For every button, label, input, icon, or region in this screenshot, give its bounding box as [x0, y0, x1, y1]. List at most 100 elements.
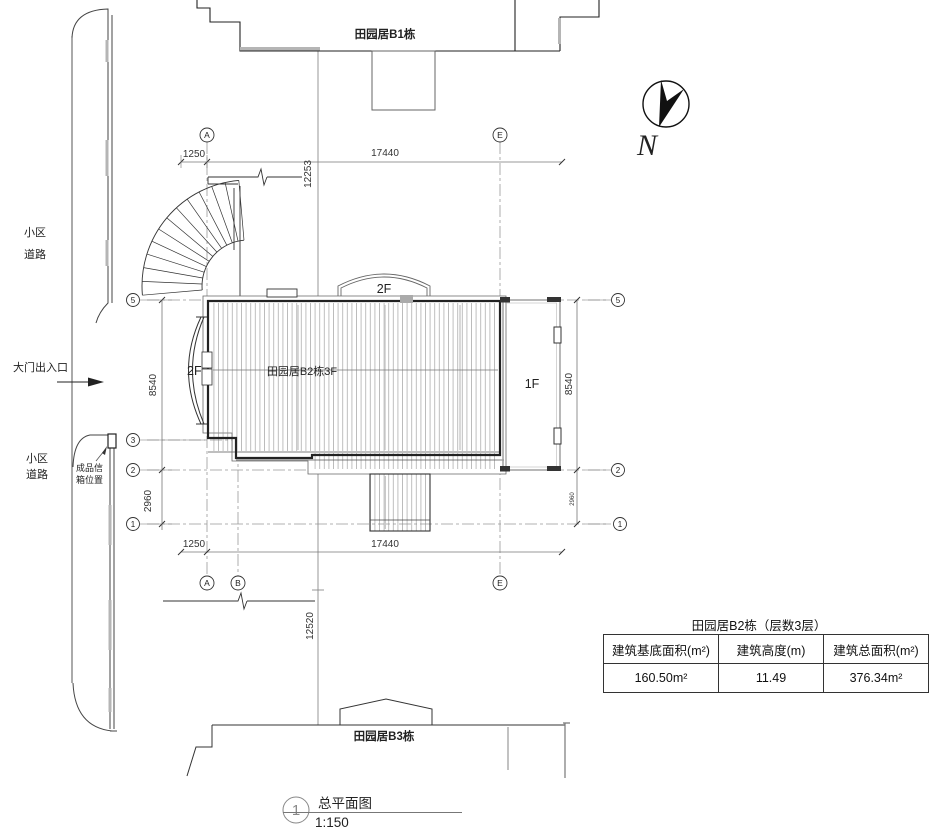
svg-text:A: A — [204, 130, 210, 140]
grid-bubble-5-right: 5 — [611, 293, 625, 307]
building-data-table: 建筑基底面积(m²) 建筑高度(m) 建筑总面积(m²) 160.50m² 11… — [603, 634, 929, 693]
break-line-path — [163, 591, 315, 611]
bay-2f-label: 2F — [187, 364, 202, 378]
b2-label: 田园居B2栋3F — [267, 364, 338, 378]
b1-grey-mark — [240, 47, 320, 51]
terrace-column1 — [553, 326, 562, 344]
svg-text:5: 5 — [616, 296, 621, 305]
dim-left-8540: 8540 — [148, 373, 159, 396]
grid-bubble-3-left: 3 — [126, 433, 140, 447]
stair-wall — [233, 186, 241, 298]
landing-top-line — [208, 167, 302, 187]
b2-bay-door2 — [201, 368, 213, 386]
grid-bubble-2-left: 2 — [126, 463, 140, 477]
road-lower-curb — [109, 448, 115, 729]
b3-outline — [186, 724, 565, 777]
grid-bubble-B-bottom: B — [230, 575, 246, 591]
dim-bottom-ticks — [177, 548, 566, 556]
svg-text:1: 1 — [618, 520, 623, 529]
gate-label: 大门出入口 — [13, 360, 68, 374]
svg-text:5: 5 — [131, 296, 136, 305]
dim-top-17440: 17440 — [371, 148, 399, 159]
title-scale: 1:150 — [315, 815, 349, 830]
table-header-height: 建筑高度(m) — [718, 634, 824, 664]
terrace-column2 — [553, 427, 562, 445]
b2-bay-door1 — [201, 351, 213, 369]
grid-bubble-A-top: A — [199, 127, 215, 143]
road-lower-bottom-arc — [72, 682, 117, 732]
dim-right-ticks — [573, 296, 581, 528]
terrace-inner — [506, 302, 557, 468]
svg-text:B: B — [235, 578, 241, 588]
terrace-outline — [502, 299, 561, 471]
b2-south-stair — [369, 473, 431, 532]
table-value-footprint: 160.50m² — [603, 663, 719, 693]
b3-gable — [339, 698, 433, 725]
dim-right-8540: 8540 — [564, 372, 575, 395]
b1-outline — [196, 0, 600, 52]
title-name: 总平面图 — [318, 796, 372, 811]
table-value-row: 160.50m² 11.49 376.34m² — [603, 663, 929, 693]
road-lower-label2: 道路 — [26, 467, 48, 481]
grid-bubble-E-top: E — [492, 127, 508, 143]
road-upper-curb-outer — [71, 8, 109, 324]
dim-right-2960: 2960 — [570, 492, 576, 506]
grid-bubble-5-left: 5 — [126, 293, 140, 307]
b2-bay-arc — [188, 316, 207, 425]
b3-vline2 — [563, 722, 570, 778]
bottom-break-line — [163, 591, 315, 611]
grid-bubble-1-right: 1 — [613, 517, 627, 531]
grid-bubble-A-bottom: A — [199, 575, 215, 591]
stair-inner-arc — [201, 239, 245, 291]
b1-label: 田园居B1栋 — [355, 27, 416, 41]
b2-building: 2F 2F 田园居B2栋3F 1F — [187, 273, 562, 532]
dim-top-1250: 1250 — [183, 149, 206, 160]
dim-left-2960: 2960 — [143, 489, 154, 512]
terrace-corner-caps — [500, 297, 561, 472]
landing-bottom-line — [207, 177, 238, 185]
table-value-height: 11.49 — [718, 663, 824, 693]
svg-text:1: 1 — [131, 520, 136, 529]
north-circle — [642, 80, 690, 128]
title-block: 1 总平面图 1:150 — [282, 796, 462, 830]
mailbox-label2: 箱位置 — [76, 474, 103, 485]
table-header-footprint: 建筑基底面积(m²) — [603, 634, 719, 664]
b2-top-door-mark — [400, 295, 413, 303]
dim-bottom-17440: 17440 — [371, 539, 399, 550]
dim-bottom-1250: 1250 — [183, 539, 206, 550]
dimensions — [140, 155, 611, 556]
stair-outer-arc — [141, 179, 239, 296]
title-number-circle — [282, 796, 310, 824]
road-upper-label1: 小区 — [24, 226, 46, 239]
table-header-totalarea: 建筑总面积(m²) — [823, 634, 929, 664]
stair-steps — [142, 180, 245, 296]
table-value-totalarea: 376.34m² — [823, 663, 929, 693]
left-annotations: 小区 道路 大门出入口 小区 道路 成品信 箱位置 — [13, 226, 104, 485]
b2-wall-outline — [206, 299, 502, 460]
svg-text:E: E — [497, 130, 503, 140]
b3-label: 田园居B3栋 — [354, 729, 415, 743]
b1-building: 田园居B1栋 — [196, 0, 600, 111]
mailbox-arrowhead — [102, 446, 107, 455]
dim-12253: 12253 — [303, 160, 314, 188]
grid-bubble-E-bottom: E — [492, 575, 508, 591]
svg-text:2: 2 — [616, 466, 621, 475]
roads — [71, 8, 117, 732]
grid-bubble-2-right: 2 — [611, 463, 625, 477]
canopy-2f-label: 2F — [377, 282, 392, 296]
dimension-texts: 1250 17440 1250 17440 12253 12520 8540 2… — [143, 148, 576, 640]
svg-text:A: A — [204, 578, 210, 588]
reference-lines — [312, 51, 324, 725]
north-arrow: N — [636, 80, 690, 162]
svg-text:3: 3 — [131, 436, 136, 445]
table-header-row: 建筑基底面积(m²) 建筑高度(m) 建筑总面积(m²) — [603, 634, 929, 664]
road-upper-label2: 道路 — [24, 247, 46, 261]
road-lower-top — [72, 434, 108, 468]
b2-rooftop-rect — [266, 288, 298, 298]
b2-roof-ridge-lines — [208, 451, 504, 461]
mailbox-rect — [107, 433, 117, 449]
mailbox-label1: 成品信 — [76, 462, 103, 473]
b3-building: 田园居B3栋 — [186, 698, 570, 778]
